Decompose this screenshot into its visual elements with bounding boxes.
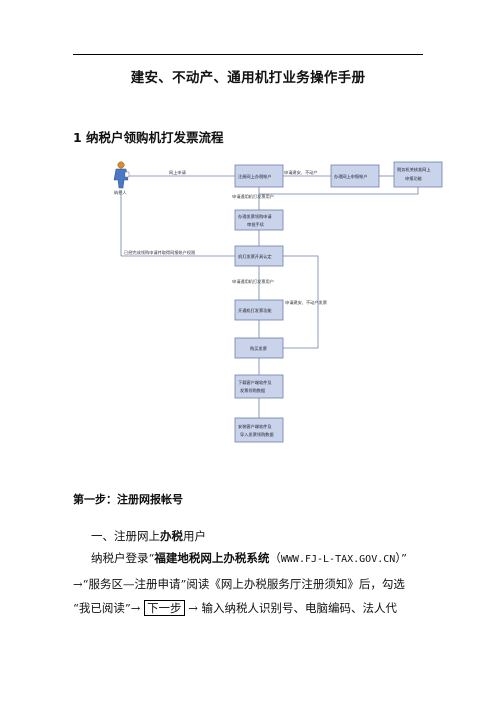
p2-system-name: 福建地税网上办税系统 xyxy=(154,551,270,565)
node-machine-label: 机打发票开具认定 xyxy=(238,253,272,260)
document-title: 建安、不动产、通用机打业务操作手册 xyxy=(130,70,366,86)
node-download-label-2: 发票领购数据 xyxy=(240,387,265,394)
node-jianan-account xyxy=(330,164,380,188)
node-machine-invoice xyxy=(234,245,284,267)
p1-bold: 办税 xyxy=(160,529,183,543)
p2-line-1: 纳税户登录“福建地税网上办税系统（WWW.FJ-L-TAX.GOV.CN）” xyxy=(73,546,433,572)
paragraph-login-instructions: 纳税户登录“福建地税网上办税系统（WWW.FJ-L-TAX.GOV.CN）” →… xyxy=(73,546,433,620)
process-flowchart: 纳税人 网上申请 申请建安、不动产 申请通用机打发票用户 已经完成领购申请并取得… xyxy=(113,161,443,443)
edge-feedback-label: 已经完成领购申请并取得网报帐户权限 xyxy=(124,249,196,256)
p2-url: WWW.FJ-L-TAX.GOV.CN xyxy=(280,554,396,565)
node-open-function xyxy=(234,299,284,321)
edge-jianan-bypass xyxy=(283,255,319,349)
p1-pre: 一、注册网上 xyxy=(91,529,160,543)
edge-internet-apply-label: 网上申请 xyxy=(169,169,186,176)
p2-f: “我已阅读”→ xyxy=(73,601,141,615)
edge-apply-jianan-label: 申请建安、不动产 xyxy=(284,169,318,176)
node-buy-invoice xyxy=(234,337,284,359)
section-title: 1 纳税户领购机打发票流程 xyxy=(73,130,224,145)
paragraph-register: 一、注册网上办税用户 xyxy=(73,524,433,548)
p2-c: （ xyxy=(269,551,281,565)
node-install-label-2: 导入发票领购数据 xyxy=(240,431,274,438)
node-buy-label: 购买发票 xyxy=(250,345,267,352)
node-install xyxy=(234,417,284,443)
p2-g: → 输入纳税人识别号、电脑编码、法人代 xyxy=(188,601,398,615)
node-tax-verify-label-1: 税务机关核准网上 xyxy=(397,166,431,173)
p1-post: 用户 xyxy=(183,529,206,543)
node-register-label: 注册网上办税帐户 xyxy=(238,173,272,180)
edge-jianan-property-label: 申请建安、不动产发票 xyxy=(285,299,327,306)
node-open-label: 开通机打发票功能 xyxy=(238,307,272,314)
actor-person-icon xyxy=(113,161,130,189)
node-ticket-label-2: 审批手续 xyxy=(247,221,264,228)
p2-d: ）” xyxy=(395,551,407,565)
step-1-title: 第一步：注册网报帐号 xyxy=(73,493,183,506)
node-install-label-1: 安装客户端软件及 xyxy=(238,423,272,430)
edge-general-account-label: 申请通用机打发票用户 xyxy=(232,278,274,285)
p2-line-2: →“服务区—注册申请”阅读《网上办税服务厅注册须知》后，勾选 xyxy=(73,577,405,591)
node-ticket-label-1: 办理发票领购申请 xyxy=(238,213,272,220)
edge-general-label: 申请通用机打发票用户 xyxy=(232,193,274,200)
node-ticket-apply xyxy=(234,209,284,231)
node-download xyxy=(234,374,284,399)
node-download-label-1: 下载客户端软件及 xyxy=(238,379,272,386)
node-tax-verify xyxy=(393,161,443,188)
edge-verify-back xyxy=(259,187,419,195)
node-register-account xyxy=(234,164,284,188)
node-jianan-label: 办理网上申报帐户 xyxy=(334,173,368,180)
node-tax-verify-label-2: 申报功能 xyxy=(405,175,423,182)
p2-a: 纳税户登录“ xyxy=(91,551,155,565)
next-step-button-label: 下一步 xyxy=(144,600,185,616)
header-rule xyxy=(73,54,423,55)
